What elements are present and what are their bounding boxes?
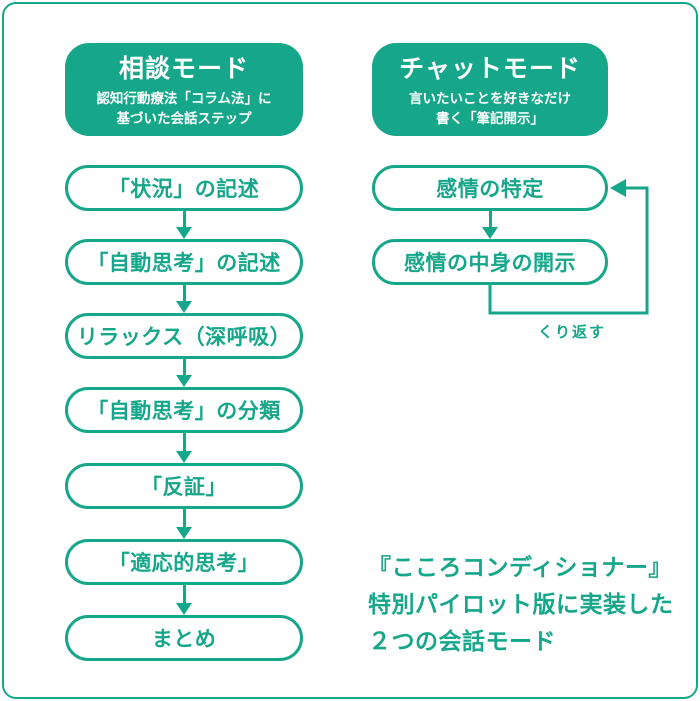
consultation-step-pill-1: 「状況」の記述 <box>65 165 303 211</box>
arrow-left-icon <box>610 179 626 197</box>
arrow-down-icon <box>176 359 192 387</box>
consultation-mode-subtitle: 認知行動療法「コラム法」に 基づいた会話ステップ <box>96 91 272 126</box>
chat-step-pill-2: 感情の中身の開示 <box>372 239 608 285</box>
consultation-step-pill-6: 「適応的思考」 <box>65 539 303 585</box>
chat-step-pill-1: 感情の特定 <box>372 165 608 211</box>
consultation-step-pill-3: リラックス（深呼吸） <box>65 313 303 359</box>
diagram-caption: 『こころコンディショナー』 特別パイロット版に実装した ２つの会話モード <box>368 554 674 654</box>
arrow-down-icon <box>176 211 192 239</box>
arrow-down-icon <box>482 211 498 239</box>
arrow-down-icon <box>176 285 192 313</box>
arrow-down-icon <box>176 509 192 539</box>
loop-label: くり返す <box>537 324 606 341</box>
consultation-step-pill-5: 「反証」 <box>65 463 303 509</box>
consultation-mode-header: 相談モード 認知行動療法「コラム法」に 基づいた会話ステップ <box>65 43 303 136</box>
arrow-down-icon <box>176 433 192 463</box>
consultation-step-pill-2: 「自動思考」の記述 <box>65 239 303 285</box>
chat-mode-subtitle: 言いたいことを好きなだけ 書く「筆記開示」 <box>409 91 571 126</box>
consultation-step-pill-7: まとめ <box>65 615 303 661</box>
consultation-step-pill-4: 「自動思考」の分類 <box>65 387 303 433</box>
chat-mode-header: チャットモード 言いたいことを好きなだけ 書く「筆記開示」 <box>372 43 608 136</box>
chat-mode-title: チャットモード <box>399 55 581 83</box>
arrow-down-icon <box>176 585 192 615</box>
consultation-mode-title: 相談モード <box>118 55 249 83</box>
